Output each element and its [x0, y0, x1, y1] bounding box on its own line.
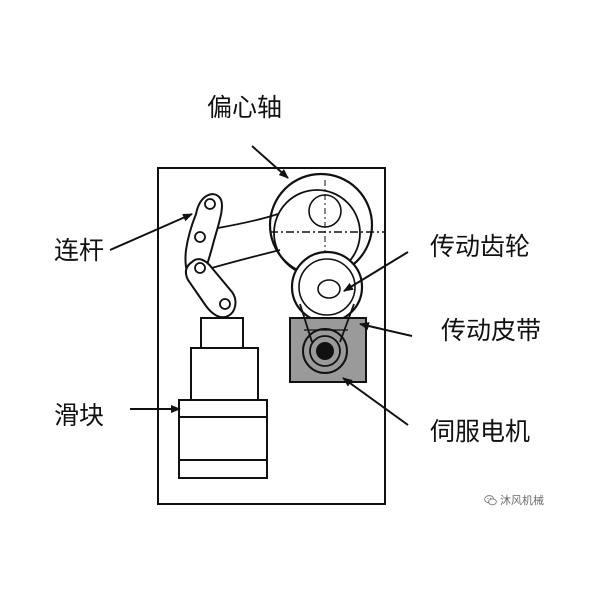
transmission-belt-arrow — [359, 322, 413, 337]
eccentric-shaft-arrow — [251, 145, 289, 179]
transmission-belt-label: 传动皮带 — [441, 316, 542, 345]
slider-label: 滑块 — [54, 401, 105, 430]
transmission-gear-label: 传动齿轮 — [430, 232, 531, 261]
servo-motor — [289, 317, 367, 383]
transmission-gear — [290, 250, 364, 324]
machine-frame — [157, 167, 386, 505]
watermark: 沐风机械 — [484, 492, 544, 508]
wechat-icon — [484, 494, 497, 505]
servo-motor-arrow — [342, 377, 409, 426]
slider-block — [178, 317, 268, 479]
servo-motor-label: 伺服电机 — [430, 417, 531, 446]
watermark-text: 沐风机械 — [500, 494, 544, 507]
transmission-belt — [299, 303, 355, 343]
transmission-gear-arrow — [343, 251, 409, 292]
connecting-rod-arrow — [109, 213, 193, 251]
connecting-rod-label: 连杆 — [54, 236, 105, 265]
lower-link — [184, 258, 237, 319]
eccentric-shaft-label: 偏心轴 — [207, 93, 283, 122]
